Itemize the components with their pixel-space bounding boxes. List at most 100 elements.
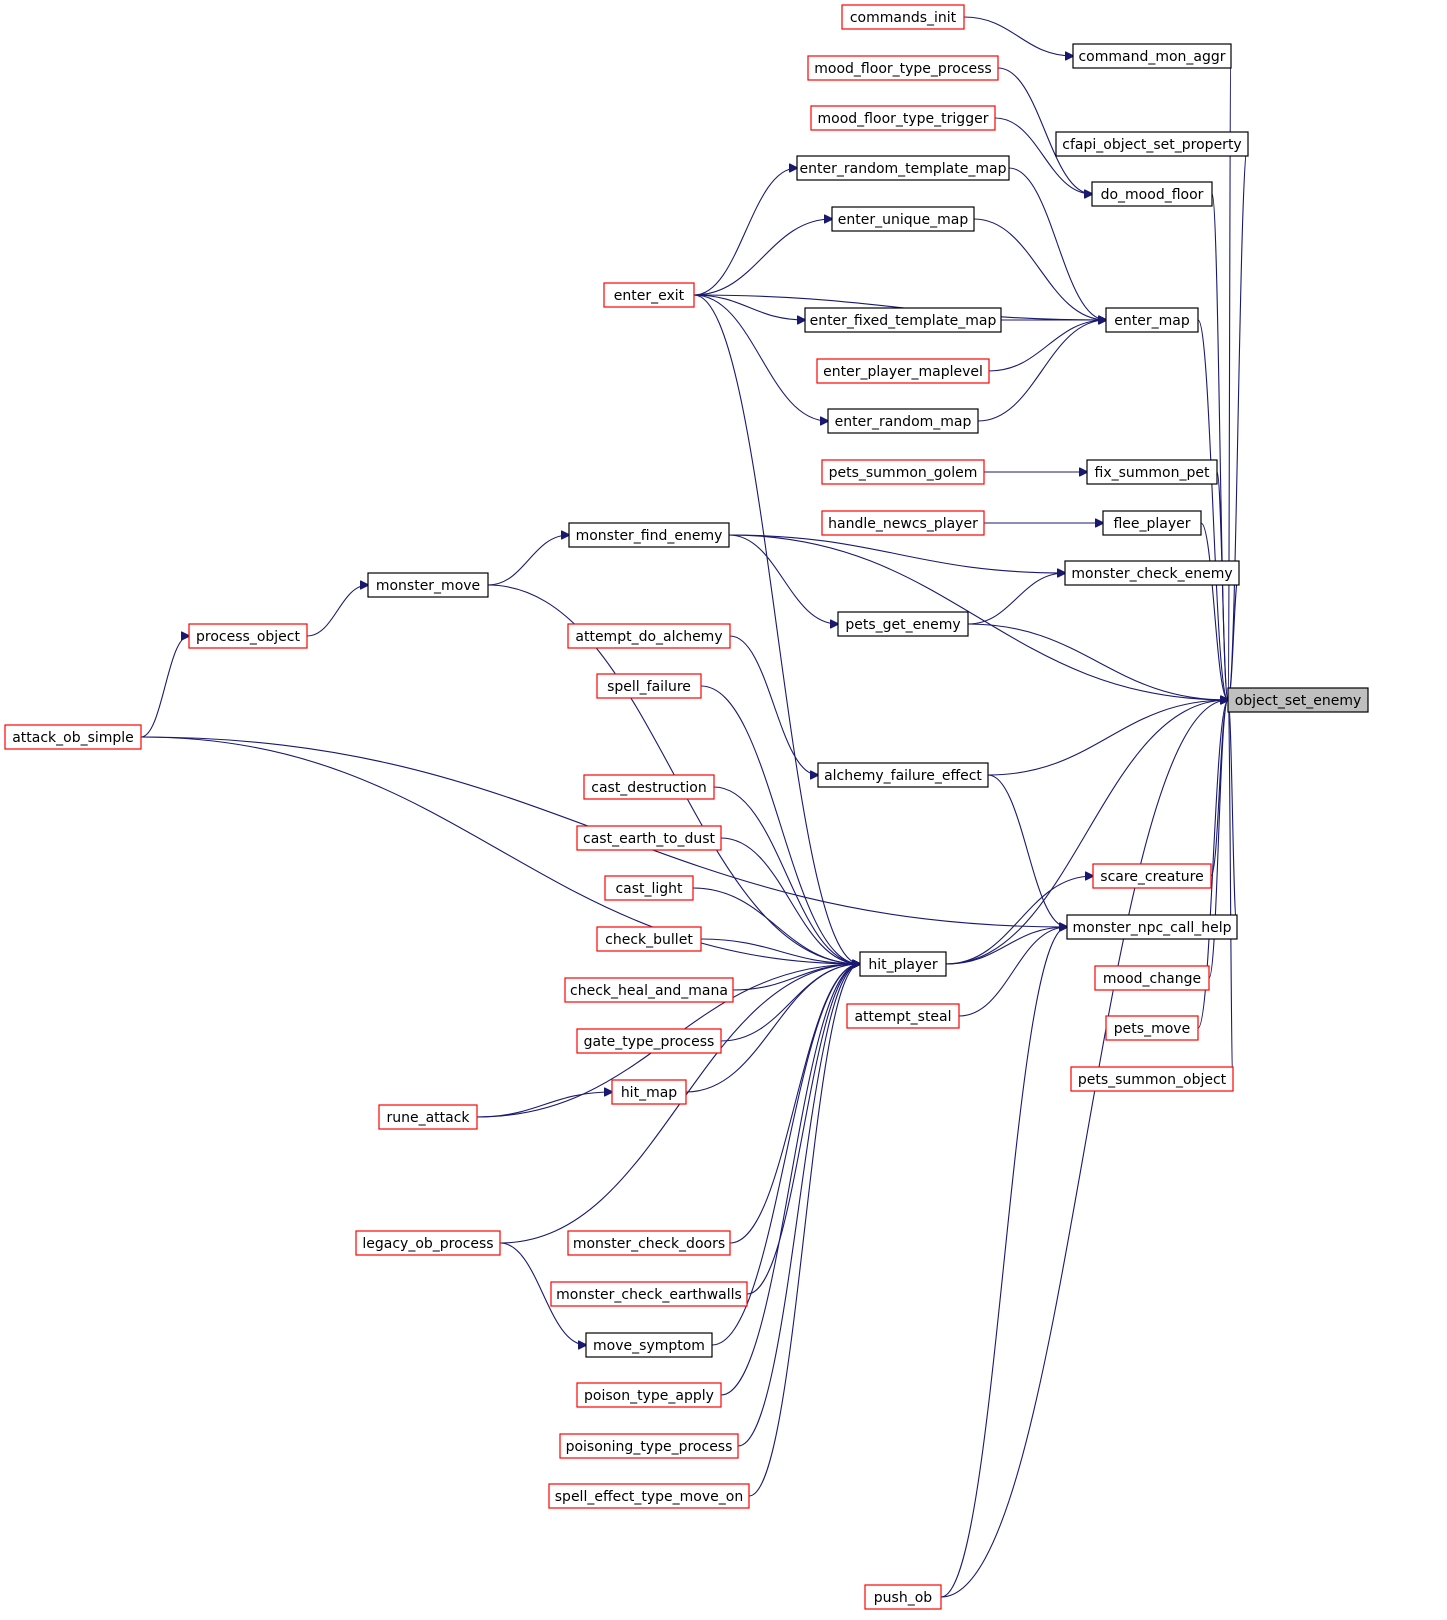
- edge-enter_random_map-to-enter_map: [977, 320, 1106, 422]
- node-box: [576, 825, 722, 851]
- node-box: [821, 459, 985, 485]
- edge-gate_type_process-to-hit_player: [720, 964, 860, 1042]
- node-do_mood_floor[interactable]: do_mood_floor: [1091, 181, 1213, 207]
- node-label: monster_move: [376, 578, 480, 594]
- node-enter_exit[interactable]: enter_exit: [603, 282, 695, 308]
- node-box: [603, 282, 695, 308]
- node-attempt_steal[interactable]: attempt_steal: [846, 1003, 960, 1029]
- node-enter_random_map[interactable]: enter_random_map: [827, 408, 979, 434]
- node-label: monster_npc_call_help: [1072, 920, 1231, 936]
- node-attempt_do_alchemy[interactable]: attempt_do_alchemy: [567, 623, 731, 649]
- edge-spell_failure-to-hit_player: [700, 685, 860, 964]
- node-process_object[interactable]: process_object: [188, 623, 308, 649]
- node-poisoning_type_process[interactable]: poisoning_type_process: [559, 1433, 739, 1459]
- edge-enter_unique_map-to-enter_map: [973, 218, 1106, 320]
- node-enter_unique_map[interactable]: enter_unique_map: [831, 206, 975, 232]
- node-box: [1070, 1066, 1234, 1092]
- node-cast_light[interactable]: cast_light: [604, 875, 694, 901]
- edge-enter_exit-to-hit_player: [693, 294, 860, 964]
- node-label: flee_player: [1113, 516, 1190, 532]
- node-pets_summon_golem[interactable]: pets_summon_golem: [821, 459, 985, 485]
- node-monster_check_doors[interactable]: monster_check_doors: [567, 1230, 731, 1256]
- node-enter_fixed_template_map[interactable]: enter_fixed_template_map: [804, 307, 1002, 333]
- node-label: gate_type_process: [584, 1034, 715, 1050]
- edge-alchemy_failure_effect-to-object_set_enemy: [987, 700, 1228, 776]
- edge-move_symptom-to-hit_player: [711, 964, 860, 1346]
- node-move_symptom[interactable]: move_symptom: [585, 1332, 713, 1358]
- edge-spell_effect_type_move_on-to-hit_player: [748, 964, 860, 1497]
- node-label: cfapi_object_set_property: [1062, 137, 1241, 153]
- node-label: handle_newcs_player: [828, 516, 978, 532]
- node-enter_map[interactable]: enter_map: [1105, 307, 1199, 333]
- node-monster_move[interactable]: monster_move: [367, 572, 489, 598]
- node-pets_get_enemy[interactable]: pets_get_enemy: [837, 611, 969, 637]
- node-mood_floor_type_process[interactable]: mood_floor_type_process: [807, 55, 999, 81]
- node-monster_check_earthwalls[interactable]: monster_check_earthwalls: [550, 1281, 748, 1307]
- node-spell_effect_type_move_on[interactable]: spell_effect_type_move_on: [548, 1483, 750, 1509]
- node-mood_floor_type_trigger[interactable]: mood_floor_type_trigger: [810, 105, 996, 131]
- node-check_heal_and_mana[interactable]: check_heal_and_mana: [564, 977, 734, 1003]
- node-label: enter_unique_map: [838, 212, 969, 228]
- node-handle_newcs_player[interactable]: handle_newcs_player: [821, 510, 985, 536]
- node-command_mon_aggr[interactable]: command_mon_aggr: [1072, 43, 1232, 69]
- edge-monster_move-to-monster_find_enemy: [487, 535, 569, 586]
- nodes-layer: object_set_enemy commands_init command_mon…: [4, 4, 1369, 1610]
- node-attack_ob_simple[interactable]: attack_ob_simple: [4, 724, 142, 750]
- node-pets_move[interactable]: pets_move: [1105, 1015, 1199, 1041]
- node-label: pets_get_enemy: [845, 617, 960, 633]
- node-box: [1086, 459, 1218, 485]
- node-object_set_enemy[interactable]: object_set_enemy: [1227, 687, 1369, 713]
- node-commands_init[interactable]: commands_init: [841, 4, 965, 30]
- node-label: push_ob: [874, 1590, 932, 1606]
- node-monster_find_enemy[interactable]: monster_find_enemy: [568, 522, 730, 548]
- edge-mood_floor_type_trigger-to-do_mood_floor: [994, 117, 1092, 194]
- node-cfapi_object_set_property[interactable]: cfapi_object_set_property: [1055, 131, 1249, 157]
- edge-attack_ob_simple-to-hit_player: [140, 736, 860, 964]
- node-box: [1072, 43, 1232, 69]
- node-scare_creature[interactable]: scare_creature: [1092, 863, 1212, 889]
- edge-cast_earth_to_dust-to-hit_player: [720, 837, 860, 964]
- node-box: [810, 105, 996, 131]
- node-box: [559, 1433, 739, 1459]
- edge-mood_floor_type_process-to-do_mood_floor: [997, 67, 1092, 194]
- node-box: [564, 977, 734, 1003]
- node-label: do_mood_floor: [1101, 187, 1204, 203]
- node-spell_failure[interactable]: spell_failure: [596, 673, 702, 699]
- node-label: spell_failure: [607, 679, 691, 695]
- node-monster_npc_call_help[interactable]: monster_npc_call_help: [1066, 914, 1238, 940]
- node-label: cast_earth_to_dust: [583, 831, 715, 847]
- edge-push_ob-to-monster_npc_call_help: [940, 927, 1067, 1598]
- node-box: [1105, 307, 1199, 333]
- node-rune_attack[interactable]: rune_attack: [378, 1104, 478, 1130]
- node-hit_player[interactable]: hit_player: [859, 951, 947, 977]
- node-box: [837, 611, 969, 637]
- edge-enter_exit-to-enter_random_template_map: [693, 168, 797, 296]
- node-flee_player[interactable]: flee_player: [1102, 510, 1202, 536]
- node-box: [550, 1281, 748, 1307]
- node-box: [585, 1332, 713, 1358]
- edge-enter_exit-to-enter_unique_map: [693, 219, 832, 296]
- node-enter_player_maplevel[interactable]: enter_player_maplevel: [816, 358, 990, 384]
- node-cast_earth_to_dust[interactable]: cast_earth_to_dust: [576, 825, 722, 851]
- node-cast_destruction[interactable]: cast_destruction: [583, 774, 715, 800]
- node-push_ob[interactable]: push_ob: [864, 1584, 942, 1610]
- node-box: [611, 1079, 687, 1105]
- node-box: [378, 1104, 478, 1130]
- node-alchemy_failure_effect[interactable]: alchemy_failure_effect: [817, 762, 989, 788]
- node-monster_check_enemy[interactable]: monster_check_enemy: [1064, 560, 1240, 586]
- node-hit_map[interactable]: hit_map: [611, 1079, 687, 1105]
- node-box: [4, 724, 142, 750]
- node-label: enter_exit: [614, 288, 685, 304]
- node-enter_random_template_map[interactable]: enter_random_template_map: [796, 155, 1010, 181]
- node-check_bullet[interactable]: check_bullet: [596, 926, 702, 952]
- edge-do_mood_floor-to-object_set_enemy: [1211, 193, 1228, 700]
- node-legacy_ob_process[interactable]: legacy_ob_process: [355, 1230, 501, 1256]
- edge-pets_get_enemy-to-object_set_enemy: [967, 623, 1228, 700]
- node-gate_type_process[interactable]: gate_type_process: [576, 1028, 722, 1054]
- node-poison_type_apply[interactable]: poison_type_apply: [576, 1382, 722, 1408]
- node-fix_summon_pet[interactable]: fix_summon_pet: [1086, 459, 1218, 485]
- node-pets_summon_object[interactable]: pets_summon_object: [1070, 1066, 1234, 1092]
- edge-cast_destruction-to-hit_player: [713, 786, 860, 964]
- node-mood_change[interactable]: mood_change: [1094, 965, 1210, 991]
- node-box: [1105, 1015, 1199, 1041]
